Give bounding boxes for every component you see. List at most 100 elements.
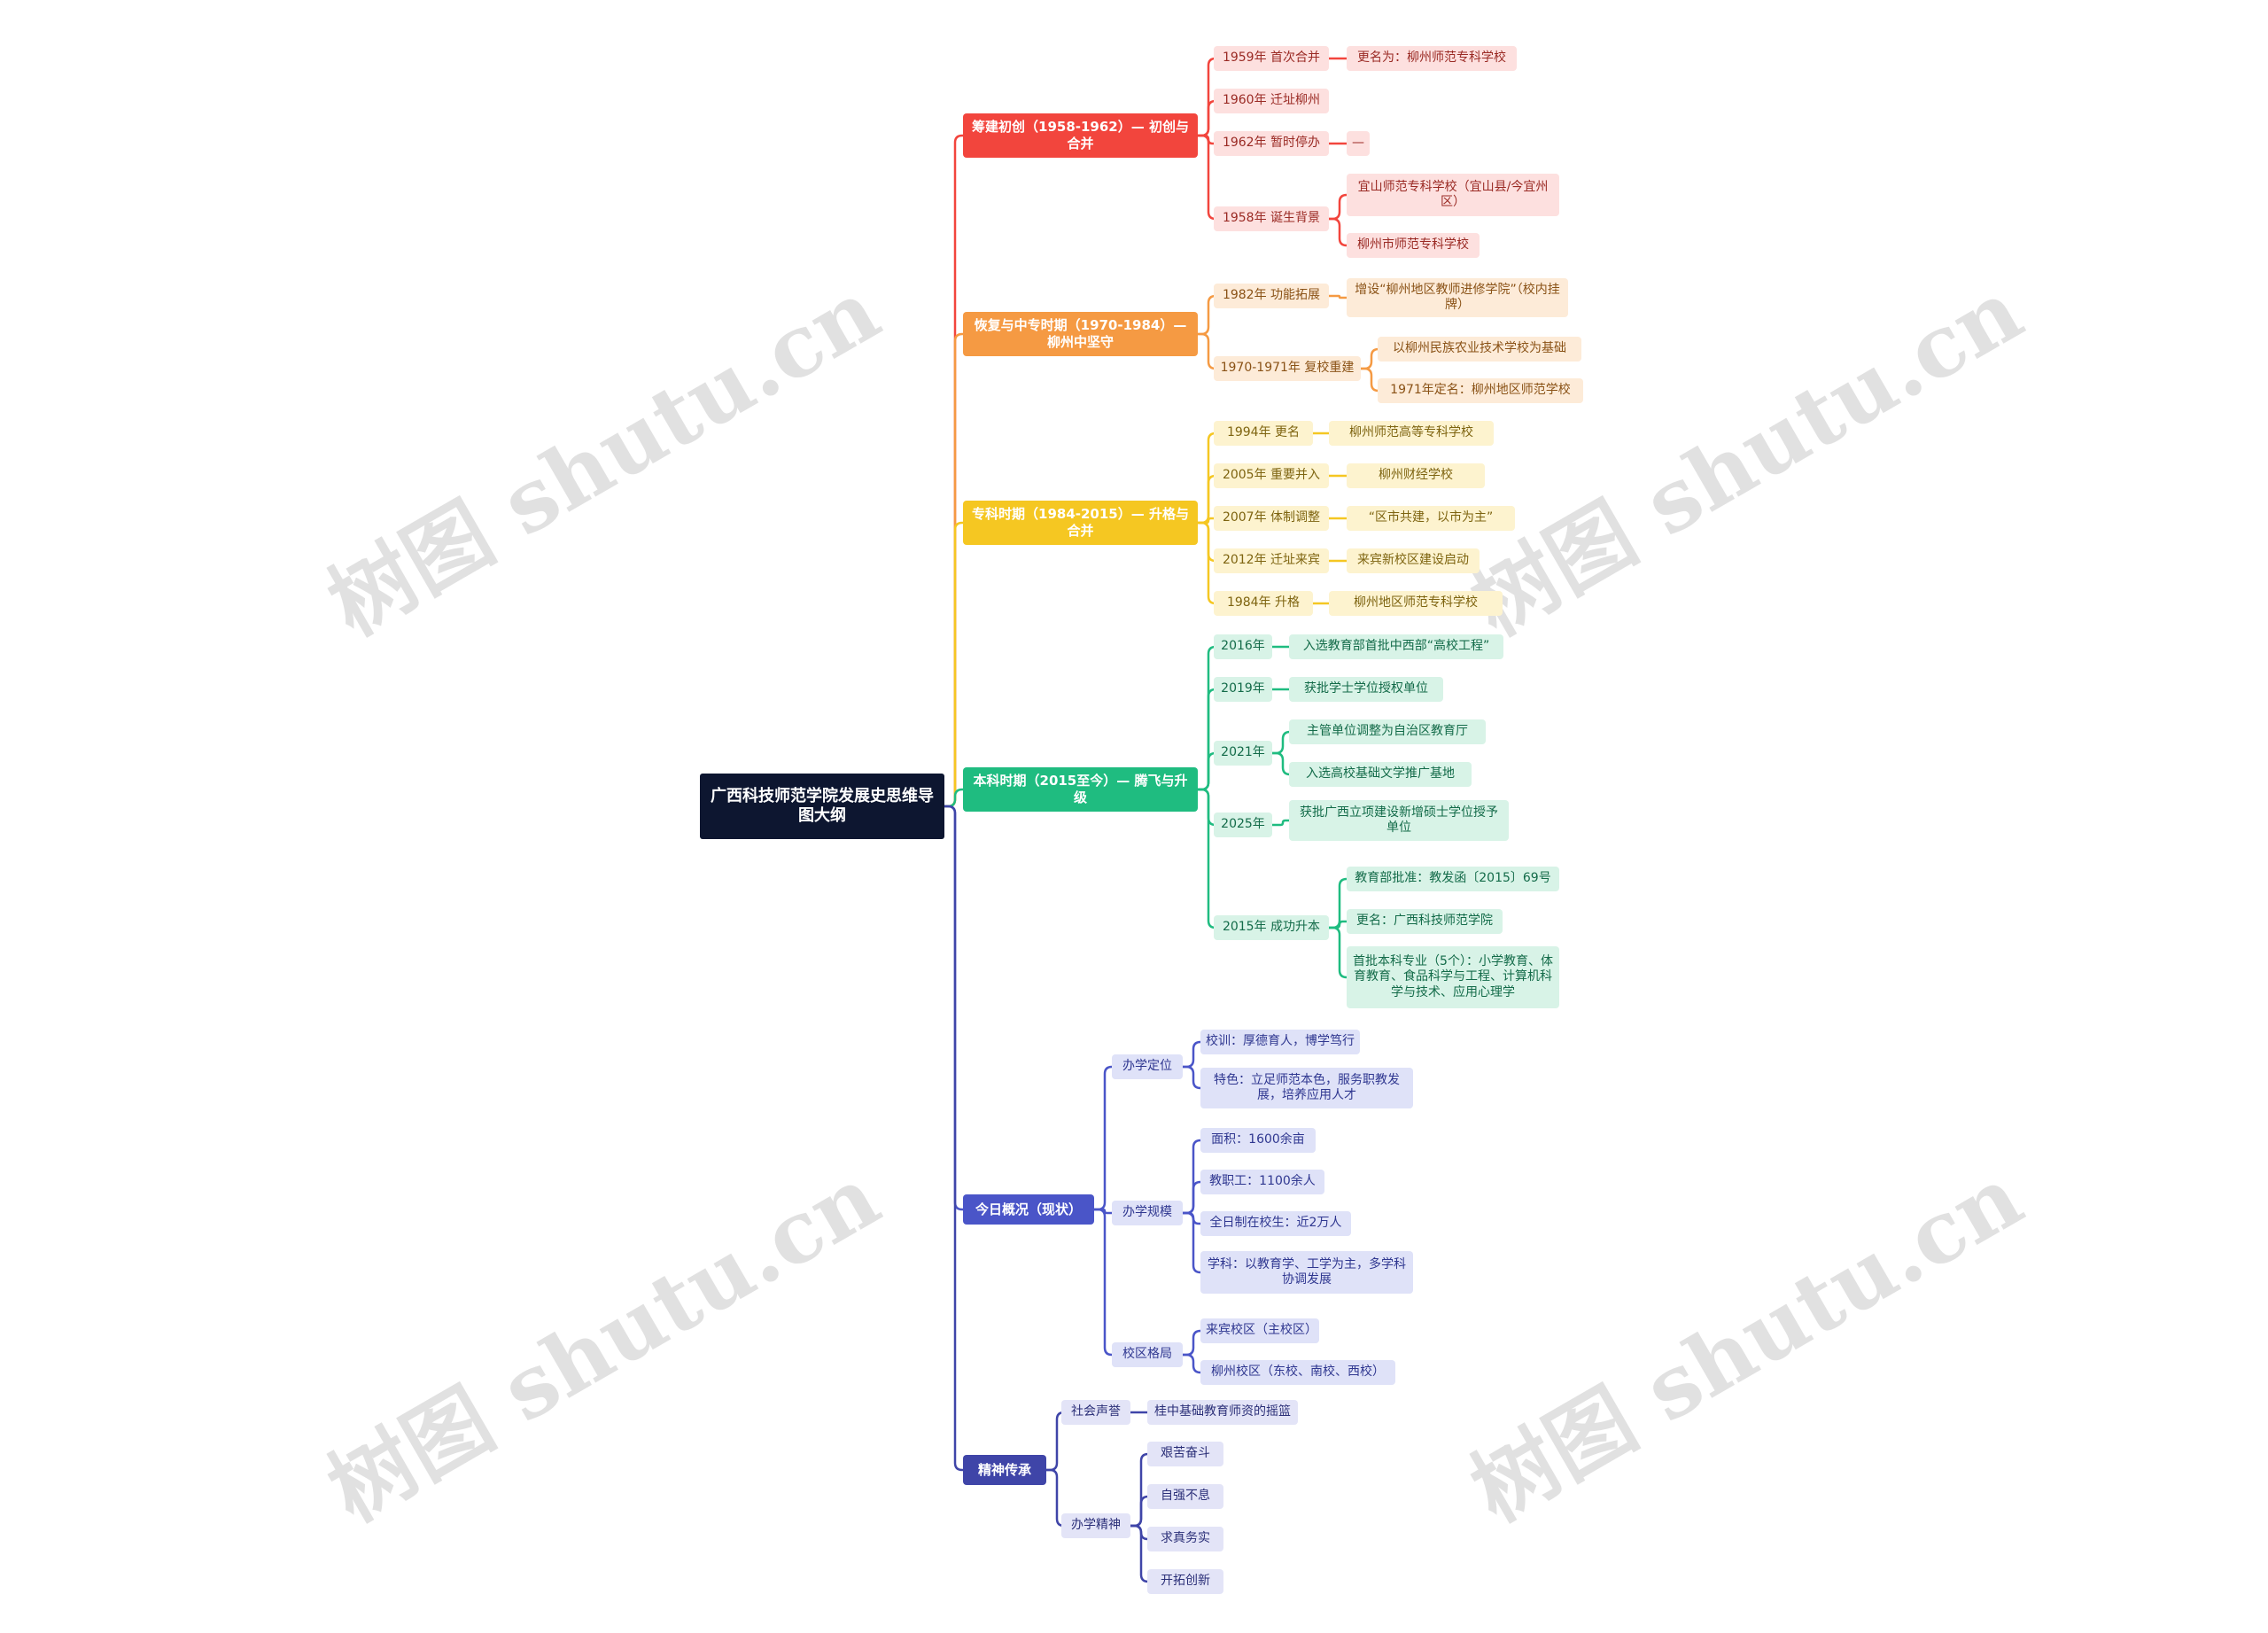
connector xyxy=(1198,521,1216,605)
subtopic-node[interactable]: 1959年 首次合并 xyxy=(1214,46,1329,71)
connector xyxy=(1130,1524,1149,1583)
connector xyxy=(1198,788,1216,827)
detail-node[interactable]: 入选高校基础文学推广基地 xyxy=(1289,762,1472,787)
subtopic-node[interactable]: 社会声誉 xyxy=(1061,1400,1130,1425)
subtopic-node[interactable]: 2007年 体制调整 xyxy=(1214,506,1329,531)
subtopic-node[interactable]: 1960年 迁址柳州 xyxy=(1214,89,1329,113)
subtopic-node[interactable]: 1984年 升格 xyxy=(1214,591,1313,616)
subtopic-node[interactable]: 1962年 暂时停办 xyxy=(1214,131,1329,156)
subtopic-node[interactable]: 校区格局 xyxy=(1112,1342,1183,1367)
detail-node[interactable]: 1971年定名：柳州地区师范学校 xyxy=(1378,378,1583,403)
detail-node[interactable]: 桂中基础教育师资的摇篮 xyxy=(1147,1400,1298,1425)
connector xyxy=(1272,819,1289,827)
connector xyxy=(1046,1468,1065,1528)
detail-node[interactable]: 更名为：柳州师范专科学校 xyxy=(1347,46,1517,71)
detail-node[interactable]: 柳州财经学校 xyxy=(1347,463,1485,488)
connector xyxy=(1361,347,1379,370)
detail-node[interactable]: 获批广西立项建设新增硕士学位授予单位 xyxy=(1289,800,1509,841)
connector xyxy=(1198,688,1216,791)
connector xyxy=(1272,751,1291,776)
subtopic-node[interactable]: 办学精神 xyxy=(1061,1513,1130,1538)
branch-node[interactable]: 筹建初创（1958-1962）— 初创与合并 xyxy=(963,113,1198,158)
connector xyxy=(1130,1452,1149,1528)
connector xyxy=(1198,788,1216,929)
connector xyxy=(1329,920,1347,929)
connector xyxy=(1198,99,1216,137)
subtopic-node[interactable]: 2019年 xyxy=(1214,677,1272,702)
connector xyxy=(1183,1065,1201,1090)
connector xyxy=(1198,332,1216,370)
detail-node[interactable]: 柳州市师范专科学校 xyxy=(1347,233,1480,258)
detail-node[interactable]: 柳州师范高等专科学校 xyxy=(1329,421,1494,446)
detail-node[interactable]: 增设“柳州地区教师进修学院”（校内挂牌） xyxy=(1347,278,1568,317)
connector xyxy=(944,134,963,808)
detail-node[interactable]: 自强不息 xyxy=(1147,1484,1223,1509)
connector xyxy=(1183,1040,1201,1069)
detail-node[interactable]: 入选教育部首批中西部“高校工程” xyxy=(1289,634,1503,659)
connector xyxy=(1183,1211,1201,1274)
detail-node[interactable]: 以柳州民族农业技术学校为基础 xyxy=(1378,337,1581,362)
connector xyxy=(1183,1180,1201,1215)
connector xyxy=(1130,1495,1149,1528)
detail-node[interactable]: 校训：厚德育人，博学笃行 xyxy=(1200,1030,1360,1054)
subtopic-node[interactable]: 2005年 重要并入 xyxy=(1214,463,1329,488)
detail-node[interactable]: “区市共建，以市为主” xyxy=(1347,506,1515,531)
branch-node[interactable]: 恢复与中专时期（1970-1984）— 柳州中坚守 xyxy=(963,312,1198,356)
detail-node[interactable]: 柳州校区（东校、南校、西校） xyxy=(1200,1360,1395,1385)
subtopic-node[interactable]: 2015年 成功升本 xyxy=(1214,915,1329,940)
detail-node[interactable]: 学科：以教育学、工学为主，多学科协调发展 xyxy=(1200,1251,1413,1294)
detail-node[interactable]: 艰苦奋斗 xyxy=(1147,1442,1223,1466)
subtopic-node[interactable]: 办学定位 xyxy=(1112,1054,1183,1079)
connector xyxy=(944,332,963,808)
connector xyxy=(1094,1065,1113,1211)
detail-node[interactable]: 开拓创新 xyxy=(1147,1569,1223,1594)
branch-node[interactable]: 本科时期（2015至今）— 腾飞与升级 xyxy=(963,767,1198,812)
connector xyxy=(944,805,963,1211)
connector xyxy=(1198,645,1216,791)
branch-node[interactable]: 精神传承 xyxy=(963,1455,1046,1485)
subtopic-node[interactable]: 办学规模 xyxy=(1112,1201,1183,1225)
subtopic-node[interactable]: 2012年 迁址来宾 xyxy=(1214,548,1329,573)
connector xyxy=(1329,217,1348,247)
subtopic-node[interactable]: 2021年 xyxy=(1214,741,1272,766)
connector xyxy=(944,805,963,1472)
detail-node[interactable]: — xyxy=(1347,131,1370,156)
connector xyxy=(1183,1139,1201,1215)
detail-node[interactable]: 柳州地区师范专科学校 xyxy=(1329,591,1503,616)
subtopic-node[interactable]: 1994年 更名 xyxy=(1214,421,1313,446)
detail-node[interactable]: 更名：广西科技师范学院 xyxy=(1347,909,1503,934)
detail-node[interactable]: 宜山师范专科学校（宜山县/今宜州区） xyxy=(1347,174,1559,216)
detail-node[interactable]: 来宾新校区建设启动 xyxy=(1347,548,1480,573)
detail-node[interactable]: 教职工：1100余人 xyxy=(1200,1170,1324,1194)
subtopic-node[interactable]: 1958年 诞生背景 xyxy=(1214,206,1329,231)
subtopic-node[interactable]: 1982年 功能拓展 xyxy=(1214,284,1329,308)
subtopic-node[interactable]: 2016年 xyxy=(1214,634,1272,659)
connector xyxy=(1094,1208,1113,1357)
connector xyxy=(1183,1329,1201,1357)
branch-node[interactable]: 今日概况（现状） xyxy=(963,1194,1094,1225)
connector xyxy=(1094,1208,1112,1215)
connector xyxy=(1198,521,1216,563)
connector xyxy=(1198,517,1214,525)
detail-node[interactable]: 教育部批准：教发函〔2015〕69号 xyxy=(1347,867,1559,891)
connector xyxy=(1272,730,1291,755)
detail-node[interactable]: 特色：立足师范本色，服务职教发展，培养应用人才 xyxy=(1200,1068,1413,1108)
detail-node[interactable]: 求真务实 xyxy=(1147,1527,1223,1551)
root-node[interactable]: 广西科技师范学院发展史思维导图大纲 xyxy=(700,774,944,839)
connector xyxy=(1198,57,1216,137)
subtopic-node[interactable]: 2025年 xyxy=(1214,813,1272,837)
connector xyxy=(1183,1353,1201,1374)
subtopic-node[interactable]: 1970-1971年 复校重建 xyxy=(1214,356,1361,381)
detail-node[interactable]: 全日制在校生：近2万人 xyxy=(1200,1211,1351,1236)
detail-node[interactable]: 面积：1600余亩 xyxy=(1200,1128,1316,1153)
detail-node[interactable]: 主管单位调整为自治区教育厅 xyxy=(1289,719,1486,744)
detail-node[interactable]: 首批本科专业（5个）：小学教育、体育教育、食品科学与工程、计算机科学与技术、应用… xyxy=(1347,946,1559,1008)
branch-node[interactable]: 专科时期（1984-2015）— 升格与合并 xyxy=(963,501,1198,545)
connector xyxy=(1198,751,1216,791)
detail-node[interactable]: 获批学士学位授权单位 xyxy=(1289,677,1443,702)
connector xyxy=(944,788,963,808)
detail-node[interactable]: 来宾校区（主校区） xyxy=(1200,1318,1319,1343)
connector xyxy=(1329,926,1348,979)
